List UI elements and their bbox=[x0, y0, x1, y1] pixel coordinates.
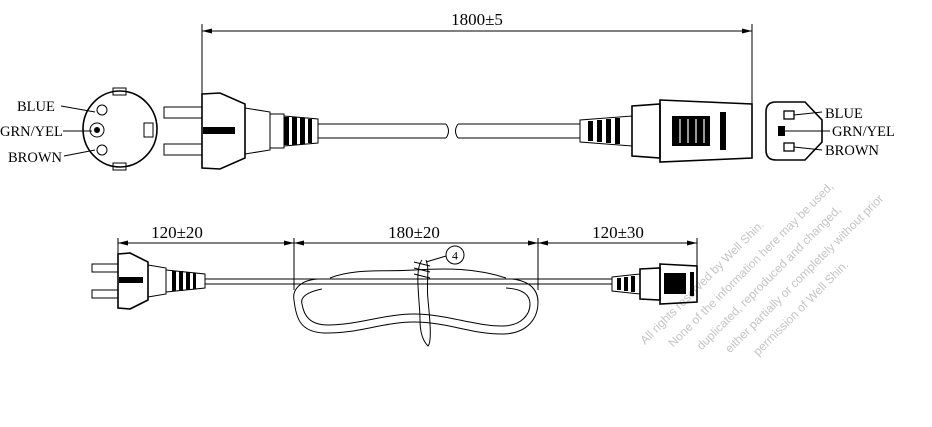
cord-bundle: 4 bbox=[205, 245, 612, 347]
plug-label-grn-yel: GRN/YEL bbox=[0, 124, 63, 140]
connector-side-view bbox=[579, 99, 753, 163]
total-length-label: 1800±5 bbox=[451, 10, 503, 29]
connector-label-grn-yel: GRN/YEL bbox=[832, 124, 895, 140]
bundle-length-label: 180±20 bbox=[388, 223, 440, 242]
item-callout-number: 4 bbox=[452, 249, 458, 263]
plug-face: BLUE GRN/YEL BROWN bbox=[0, 87, 158, 171]
connector-label-blue: BLUE bbox=[825, 106, 863, 122]
cord-top bbox=[318, 123, 580, 139]
connector-end-length-label: 120±30 bbox=[592, 223, 644, 242]
connector-face: BLUE GRN/YEL BROWN bbox=[765, 101, 895, 161]
lower-dimensions: 120±20 180±20 120±30 bbox=[117, 223, 698, 290]
connector-label-brown: BROWN bbox=[825, 143, 880, 159]
plug-bundle-view bbox=[91, 252, 206, 310]
plug-side-view bbox=[163, 92, 319, 170]
plug-end-length-label: 120±20 bbox=[151, 223, 203, 242]
total-length-dimension: 1800±5 bbox=[201, 10, 753, 104]
plug-label-brown: BROWN bbox=[8, 150, 63, 166]
plug-label-blue: BLUE bbox=[17, 99, 55, 115]
connector-bundle-view bbox=[611, 263, 698, 305]
